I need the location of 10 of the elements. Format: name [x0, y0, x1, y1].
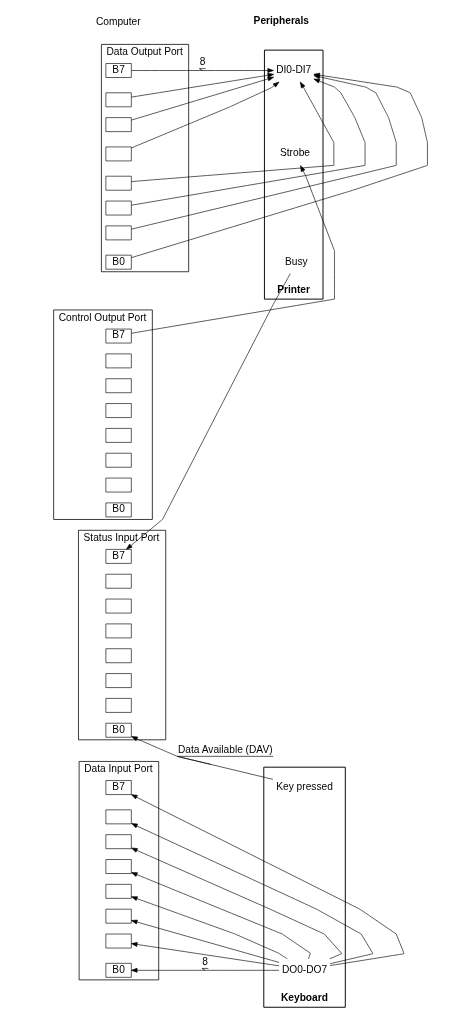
node-text: DI0-DI7	[275, 63, 311, 75]
node-text: Strobe	[279, 147, 310, 159]
node-text: DO0-DO7	[281, 963, 327, 975]
label: Computer	[95, 15, 141, 27]
edge-label: Data Available (DAV)	[177, 744, 273, 756]
edge-label: 8	[199, 56, 205, 68]
label: Peripherals	[253, 14, 309, 26]
node-text: Key pressed	[275, 780, 333, 792]
edge-label: 8	[201, 956, 208, 968]
node-text: Busy	[284, 255, 308, 267]
